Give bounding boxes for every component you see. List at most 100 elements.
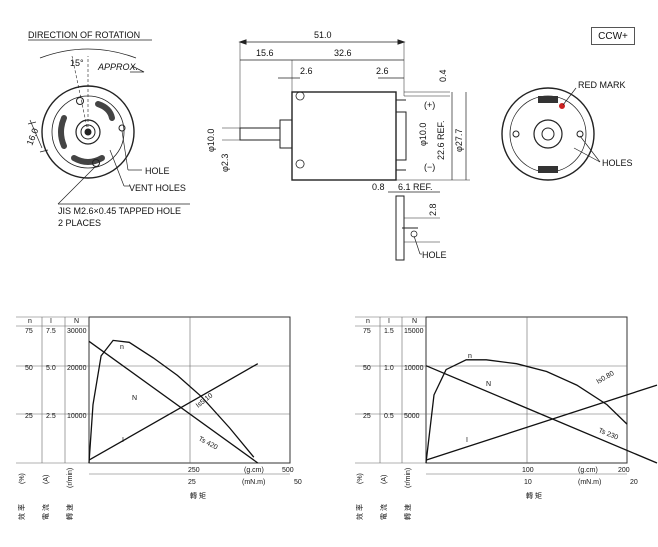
plus-terminal: (+)	[424, 100, 435, 110]
vent-hole-top	[95, 101, 115, 121]
chart-1-unit-n: (%)	[19, 473, 26, 484]
dim-0-8: 0.8	[372, 182, 385, 192]
chart-2-unit-n: (%)	[357, 473, 364, 484]
dim-27-7: φ27.7	[454, 129, 464, 152]
chart-1-name-N: 轉 速	[65, 504, 74, 520]
chart-1-plot	[88, 316, 291, 464]
minus-terminal: (−)	[424, 162, 435, 172]
dim-22-6: 22.6 REF.	[436, 120, 446, 160]
front-outline	[41, 85, 135, 179]
chart-2-tick-N-10000: 10000	[404, 365, 424, 372]
tapped-hole-top	[76, 97, 84, 105]
chart-2-tick-N-5000: 5000	[404, 413, 420, 420]
chart-2-hdr-i: I	[388, 318, 390, 325]
dim-15-6: 15.6	[256, 48, 274, 58]
chart-1-x-name: 轉 矩	[190, 491, 206, 500]
chart-2-series-I	[425, 384, 658, 461]
tapped-hole-label: JIS M2.6×0.45 TAPPED HOLE	[58, 206, 181, 216]
rear-holes-label: HOLES	[602, 158, 633, 168]
chart-2-tick-mNm-10: 10	[524, 479, 532, 486]
front-view: DIRECTION OF ROTATION 15° APPROX. 16.0 H…	[25, 30, 190, 228]
chart-2-hdr-N: N	[412, 318, 417, 325]
approx-label: APPROX.	[97, 62, 138, 72]
side-view: 51.0 15.6 32.6 2.6 2.6 0.4 (+) (−) φ10.0…	[206, 30, 470, 261]
chart-1-name-n: 效 率	[17, 504, 26, 520]
chart-2-label-I: I	[466, 437, 468, 444]
chart-2-label-is: Is0.80	[596, 370, 616, 386]
dim-0-4: 0.4	[438, 69, 448, 82]
dim-32-6: 32.6	[334, 48, 352, 58]
chart-2-tick-N-15000: 15000	[404, 328, 424, 335]
chart-1-hdr-N: N	[74, 318, 79, 325]
chart-1-tick-N-20000: 20000	[67, 365, 87, 372]
rotation-badge: CCW+	[591, 27, 635, 45]
pcd-dim: 16.0	[25, 127, 41, 147]
chart-2-unit-gcm: (g.cm)	[578, 467, 598, 474]
vent-hole-bottom	[71, 155, 105, 165]
chart-1-tick-i-75: 7.5	[46, 328, 56, 335]
dim-6-1: 6.1 REF.	[398, 182, 433, 192]
chart-1-tick-gcm-500: 500	[282, 467, 294, 474]
chart-1-tick-mNm-25: 25	[188, 479, 196, 486]
top-terminal	[538, 96, 558, 103]
terminal-hole-label: HOLE	[422, 250, 447, 260]
chart-2: n I N 75 50 25 1.5 1.0 0.5 15000 10000 5…	[355, 316, 658, 520]
chart-2-label-N: N	[486, 381, 491, 388]
red-mark-label: RED MARK	[578, 80, 626, 90]
motor-body	[291, 91, 397, 181]
chart-1-tick-N-10000: 10000	[67, 413, 87, 420]
chart-1-series	[88, 339, 259, 464]
chart-2-tick-i-15: 1.5	[384, 328, 394, 335]
chart-2-tick-n-50: 50	[363, 365, 371, 372]
chart-2-name-i: 電 流	[379, 504, 388, 520]
chart-1-unit-mNm: (mN.m)	[242, 479, 265, 486]
chart-2-tick-gcm-100: 100	[522, 467, 534, 474]
chart-1-tick-mNm-50: 50	[294, 479, 302, 486]
vent-hole-left	[58, 115, 67, 149]
chart-2-name-N: 轉 速	[403, 504, 412, 520]
chart-2-unit-i: (A)	[381, 475, 388, 484]
dim-2-8: 2.8	[428, 203, 438, 216]
chart-1-tick-n-75: 75	[25, 328, 33, 335]
chart-1-series-N	[88, 340, 259, 464]
rear-hole-right	[576, 130, 584, 138]
chart-2-unit-mNm: (mN.m)	[578, 479, 601, 486]
chart-1-label-ts: Ts 420	[197, 436, 219, 452]
tapped-hole-bottom	[92, 159, 100, 167]
chart-2-series	[425, 359, 658, 464]
chart-1-tick-N-30000: 30000	[67, 328, 87, 335]
chart-1-unit-N: (r/min)	[67, 468, 74, 488]
chart-2-plot	[425, 316, 628, 464]
dim-shaft-dia: φ10.0	[206, 129, 216, 152]
chart-2-series-N	[425, 365, 658, 464]
chart-2-name-n: 效 率	[355, 504, 364, 520]
front-boss	[279, 119, 293, 149]
chart-1-unit-i: (A)	[43, 475, 50, 484]
dim-boss-dia: φ10.0	[418, 123, 428, 146]
chart-1-tick-n-50: 50	[25, 365, 33, 372]
chart-2-tick-i-10: 1.0	[384, 365, 394, 372]
chart-1-tick-i-25: 2.5	[46, 413, 56, 420]
chart-1: n I N 75 50 25 7.5 5.0 2.5 30000 20000 1…	[16, 316, 302, 520]
vent-holes-label: VENT HOLES	[129, 183, 186, 193]
chart-2-unit-N: (r/min)	[405, 468, 412, 488]
chart-1-hdr-i: I	[50, 318, 52, 325]
rear-hole-left	[512, 130, 520, 138]
dim-51: 51.0	[314, 30, 332, 40]
chart-1-hdr-n: n	[28, 318, 32, 325]
chart-2-x-name: 轉 矩	[526, 491, 542, 500]
rear-boss	[395, 111, 407, 161]
chart-1-series-I	[88, 363, 259, 461]
shaft	[239, 127, 281, 141]
chart-1-series-n	[88, 339, 255, 464]
dim-2-3: φ2.3	[220, 154, 230, 172]
chart-1-tick-n-25: 25	[25, 413, 33, 420]
chart-2-grid	[355, 316, 627, 475]
chart-2-tick-gcm-200: 200	[618, 467, 630, 474]
dim-2-6-right: 2.6	[376, 66, 389, 76]
chart-1-unit-gcm: (g.cm)	[244, 467, 264, 474]
chart-2-tick-i-05: 0.5	[384, 413, 394, 420]
bottom-terminal	[538, 166, 558, 173]
